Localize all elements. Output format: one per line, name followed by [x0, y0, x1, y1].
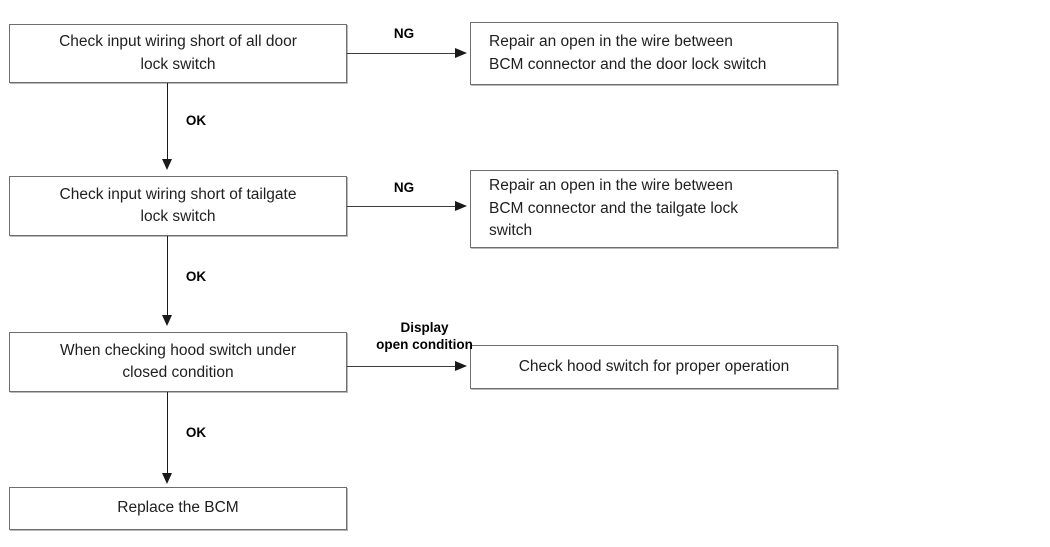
node-check-door-lock-switch-label: Check input wiring short of all door loc… [59, 33, 297, 73]
arrowhead-row2-right [455, 201, 467, 211]
edge-label-display-open-condition: Display open condition [376, 320, 473, 352]
connector-row2-horizontal [347, 206, 455, 207]
node-repair-tailgate-lock-wire[interactable]: Repair an open in the wire between BCM c… [470, 170, 838, 248]
arrowhead-row1-right [455, 48, 467, 58]
node-repair-tailgate-lock-wire-label: Repair an open in the wire between BCM c… [489, 177, 738, 240]
connector-row1-horizontal [347, 53, 455, 54]
node-repair-door-lock-wire-label: Repair an open in the wire between BCM c… [489, 33, 767, 73]
node-check-hood-switch-closed-label: When checking hood switch under closed c… [59, 341, 297, 381]
node-check-tailgate-lock-switch-label: Check input wiring short of tailgate loc… [59, 185, 297, 225]
connector-row1-row2-vertical [167, 83, 168, 161]
node-replace-bcm-label: Replace the BCM [117, 499, 239, 517]
node-check-hood-switch-closed[interactable]: When checking hood switch under closed c… [9, 332, 347, 392]
arrowhead-row3-right [455, 361, 467, 371]
edge-label-ok-1: OK [185, 113, 207, 128]
arrowhead-row2-row3-down [162, 315, 172, 326]
connector-row3-horizontal [347, 366, 455, 367]
edge-label-ng-2: NG [393, 180, 415, 195]
connector-row2-row3-vertical [167, 236, 168, 317]
edge-label-ok-2: OK [185, 269, 207, 284]
arrowhead-row1-row2-down [162, 159, 172, 170]
node-repair-door-lock-wire[interactable]: Repair an open in the wire between BCM c… [470, 22, 838, 85]
edge-label-ng-1: NG [393, 26, 415, 41]
node-replace-bcm[interactable]: Replace the BCM [9, 487, 347, 530]
node-check-door-lock-switch[interactable]: Check input wiring short of all door loc… [9, 24, 347, 83]
node-check-tailgate-lock-switch[interactable]: Check input wiring short of tailgate loc… [9, 176, 347, 236]
connector-row3-row4-vertical [167, 392, 168, 475]
node-check-hood-switch-operation[interactable]: Check hood switch for proper operation [470, 345, 838, 389]
node-check-hood-switch-operation-label: Check hood switch for proper operation [518, 357, 790, 375]
arrowhead-row3-row4-down [162, 473, 172, 484]
edge-label-ok-3: OK [185, 425, 207, 440]
